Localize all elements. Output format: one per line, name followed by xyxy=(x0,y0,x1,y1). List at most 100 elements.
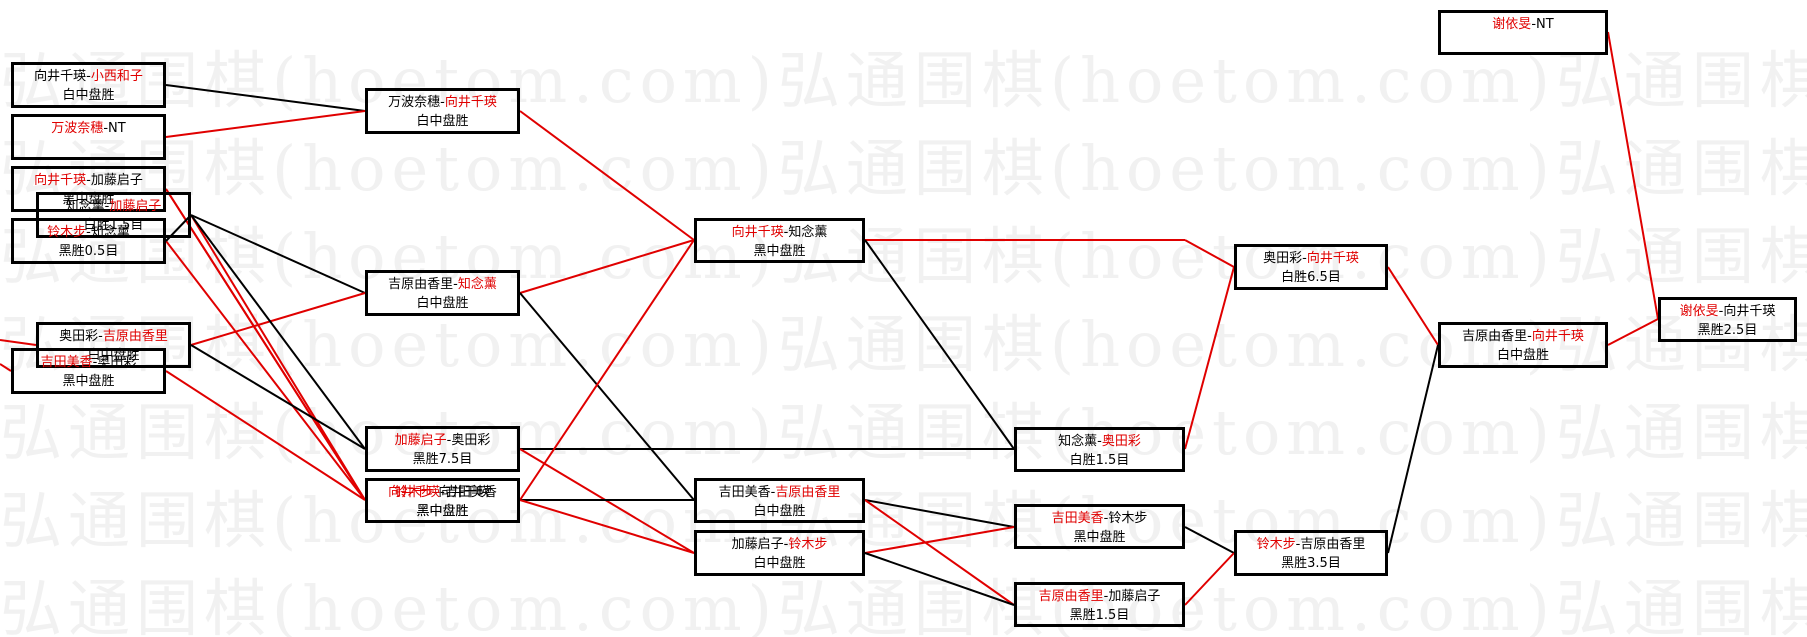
player-white: 吉田美香 xyxy=(444,485,497,500)
connector-line xyxy=(864,499,1015,606)
separator: - xyxy=(1718,304,1724,319)
match-players: 万波奈穗-NT xyxy=(51,121,125,136)
player-white: 知念薰 xyxy=(90,225,130,240)
watermark: 弘通围棋(hoetom.com)弘通围棋(hoetom.com)弘通围棋(hoe… xyxy=(0,396,1807,469)
separator: - xyxy=(86,173,91,188)
match-players: 吉田美香-奥田彩 xyxy=(41,355,137,370)
player-white: 向井千瑛 xyxy=(1723,304,1776,319)
watermark: 弘通围棋(hoetom.com)弘通围棋(hoetom.com)弘通围棋(hoe… xyxy=(0,484,1807,557)
separator: - xyxy=(98,329,103,344)
connector-line xyxy=(1184,526,1235,554)
connector-line xyxy=(1387,344,1439,554)
match-result: 黑中盘胜 xyxy=(416,504,469,519)
player-white: 向井千瑛 xyxy=(438,485,491,500)
match-result: 白中盘胜 xyxy=(753,504,806,519)
match-result: 黑胜2.5目 xyxy=(1697,323,1758,338)
player-black: 铃木步 xyxy=(47,225,87,240)
connector-line xyxy=(1184,552,1235,606)
player-black: 吉田美香 xyxy=(1051,511,1104,526)
connector-line xyxy=(864,499,1015,528)
match-result: 黑胜7.5目 xyxy=(412,452,473,467)
match-players: 铃木步-知念薰 xyxy=(47,225,130,240)
player-black: 万波奈穗 xyxy=(388,95,441,110)
separator: - xyxy=(783,225,789,240)
match-box: 奥田彩-向井千瑛白胜6.5目 xyxy=(1234,244,1388,290)
player-black: 铃木步 xyxy=(394,485,434,500)
separator: - xyxy=(446,433,452,448)
match-box: 向井千瑛-知念薰黑中盘胜 xyxy=(694,218,865,263)
match-players: 万波奈穗-向井千瑛 xyxy=(388,95,497,110)
player-white: 加藤启子 xyxy=(90,173,143,188)
connector-line xyxy=(1607,318,1659,346)
player-black: 吉原由香里 xyxy=(388,277,454,292)
match-players: 吉原由香里-知念薰 xyxy=(388,277,497,292)
separator: - xyxy=(440,95,445,110)
connector-line xyxy=(165,188,366,501)
separator: - xyxy=(104,199,110,214)
separator: - xyxy=(1531,17,1537,32)
match-players: 知念薰-加藤启子 xyxy=(66,199,162,214)
match-players: 谢依旻-向井千瑛 xyxy=(1680,304,1776,319)
player-white: 向井千瑛 xyxy=(1531,329,1584,344)
match-box: 万波奈穗-NT xyxy=(11,114,166,160)
player-white: 吉原由香里 xyxy=(1300,537,1366,552)
player-white: 奥田彩 xyxy=(1101,434,1141,449)
connector-line xyxy=(1387,266,1439,346)
match-result: 白中盘胜 xyxy=(416,296,469,311)
match-box: 加藤启子-奥田彩黑胜7.5目 xyxy=(365,426,520,472)
watermark: 弘通围棋(hoetom.com)弘通围棋(hoetom.com)弘通围棋(hoe… xyxy=(0,44,1807,117)
match-players: 吉田美香-吉原由香里 xyxy=(719,485,841,500)
match-players: 奥田彩-吉原由香里 xyxy=(59,329,168,344)
connector-line xyxy=(519,239,695,501)
player-white: NT xyxy=(1536,17,1554,32)
match-box: 万波奈穗-向井千瑛白中盘胜 xyxy=(365,88,520,134)
match-result: 黑中盘胜 xyxy=(62,192,115,207)
player-white: 知念薰 xyxy=(788,225,828,240)
player-black: 吉原由香里 xyxy=(1038,589,1104,604)
player-black: 向井千瑛 xyxy=(34,173,87,188)
watermark: 弘通围棋(hoetom.com)弘通围棋(hoetom.com)弘通围棋(hoe… xyxy=(0,308,1807,381)
match-result: 白胜1.5目 xyxy=(1069,453,1130,468)
player-white: 向井千瑛 xyxy=(1306,251,1359,266)
connector-line xyxy=(165,240,366,501)
separator: - xyxy=(1097,434,1102,449)
connector-line xyxy=(864,552,1015,606)
player-black: 吉田美香 xyxy=(718,485,771,500)
player-black: 加藤启子 xyxy=(731,537,784,552)
match-players: 吉原由香里-加藤启子 xyxy=(1039,589,1161,604)
match-box: 向井千瑛-小西和子白中盘胜 xyxy=(11,62,166,108)
separator: - xyxy=(453,277,458,292)
connector-line xyxy=(190,214,366,501)
connector-line xyxy=(190,214,366,450)
player-white: 奥田彩 xyxy=(97,355,137,370)
match-result: 白中盘胜 xyxy=(87,348,140,363)
match-box: 吉田美香-吉原由香里白中盘胜 xyxy=(694,478,865,523)
match-box: 知念薰-加藤启子白胜1.5目 xyxy=(36,192,191,238)
player-black: 吉原由香里 xyxy=(1462,329,1528,344)
separator: - xyxy=(440,485,445,500)
match-players: 铃木步-向井千瑛 xyxy=(395,485,491,500)
match-result: 黑胜1.5目 xyxy=(1069,608,1130,623)
watermark: 弘通围棋(hoetom.com)弘通围棋(hoetom.com)弘通围棋(hoe… xyxy=(0,132,1807,205)
player-white: 向井千瑛 xyxy=(444,95,497,110)
player-black: 向井千瑛 xyxy=(34,69,87,84)
match-result: 黑中盘胜 xyxy=(753,244,806,259)
match-result: 白中盘胜 xyxy=(1496,348,1549,363)
match-result: 白中盘胜 xyxy=(62,88,115,103)
match-result: 黑胜0.5目 xyxy=(58,244,119,259)
watermark: 弘通围棋(hoetom.com)弘通围棋(hoetom.com)弘通围棋(hoe… xyxy=(0,572,1807,637)
connector-line xyxy=(190,344,366,450)
match-box: 向井千瑛-加藤启子黑中盘胜 xyxy=(11,166,166,212)
match-result: 黑中盘胜 xyxy=(1073,530,1126,545)
connector-line xyxy=(165,370,366,501)
match-box: 吉原由香里-向井千瑛白中盘胜 xyxy=(1438,322,1608,368)
match-box: 向井千瑛-吉田美香黑中盘胜 xyxy=(365,478,520,523)
connector-line xyxy=(1184,239,1235,268)
match-players: 奥田彩-向井千瑛 xyxy=(1263,251,1359,266)
match-players: 向井千瑛-吉田美香 xyxy=(388,485,497,500)
match-box: 铃木步-知念薰黑胜0.5目 xyxy=(11,218,166,264)
match-players: 向井千瑛-知念薰 xyxy=(732,225,828,240)
player-black: 吉田美香 xyxy=(40,355,93,370)
match-players: 向井千瑛-小西和子 xyxy=(34,69,143,84)
